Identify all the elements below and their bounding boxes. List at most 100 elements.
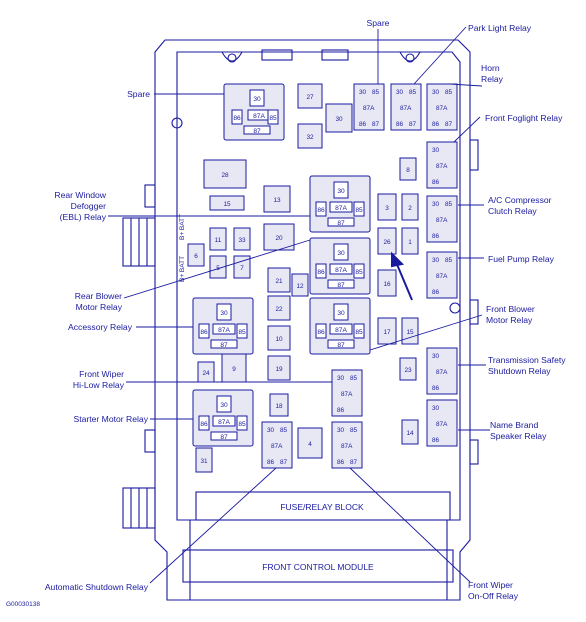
code-30: 30 (432, 405, 440, 412)
code-30: 30 (359, 89, 367, 96)
code-30: 30 (396, 89, 404, 96)
fuse-15: 15 (223, 201, 231, 208)
code-86: 86 (432, 437, 440, 444)
code-87a: 87A (436, 273, 448, 280)
fuse-6: 6 (194, 253, 198, 260)
housing (122, 39, 479, 601)
code-86: 86 (317, 329, 325, 336)
code-85: 85 (372, 89, 380, 96)
fuse-11: 11 (215, 237, 222, 244)
front-control-module-title: FRONT CONTROL MODULE (262, 562, 374, 572)
code-87: 87 (337, 342, 345, 349)
figure-code: G00030138 (6, 601, 40, 608)
code-87a: 87A (436, 217, 448, 224)
label-front-blower-line2: Motor Relay (486, 315, 533, 325)
code-86: 86 (200, 329, 208, 336)
relay-rear-blower-motor (309, 237, 371, 295)
code-85: 85 (280, 427, 288, 434)
code-87a: 87A (253, 113, 265, 120)
fuse-17: 17 (383, 329, 391, 336)
code-87a: 87A (218, 327, 230, 334)
label-name-brand-line1: Name Brand (490, 420, 538, 430)
relay-spare-left (223, 83, 285, 141)
label-front-wiper-hilow-line1: Front Wiper (79, 369, 124, 379)
relay-accessory (192, 297, 254, 355)
code-85: 85 (350, 427, 358, 434)
label-front-foglight-relay: Front Foglight Relay (485, 113, 563, 123)
label-rear-window-line2: Defogger (71, 201, 106, 211)
label-transmission-line1: Transmission Safety (488, 355, 566, 365)
fuse-27: 27 (306, 94, 314, 101)
code-87: 87 (253, 128, 261, 135)
code-30: 30 (432, 89, 440, 96)
fuse-2: 2 (408, 205, 412, 212)
label-front-wiper-onoff-line2: On-Off Relay (468, 591, 519, 601)
code-30: 30 (432, 147, 440, 154)
label-fuel-pump-relay: Fuel Pump Relay (488, 254, 555, 264)
code-87a: 87A (400, 105, 412, 112)
code-87a: 87A (436, 369, 448, 376)
code-87a: 87A (363, 105, 375, 112)
code-86: 86 (432, 289, 440, 296)
fuse-14: 14 (406, 430, 414, 437)
code-87: 87 (409, 121, 417, 128)
leader-lines (108, 26, 490, 584)
code-30: 30 (337, 188, 345, 195)
fuse-31: 31 (200, 458, 208, 465)
code-85: 85 (238, 329, 246, 336)
code-85: 85 (445, 89, 453, 96)
code-86: 86 (432, 179, 440, 186)
label-horn-relay-line1: Horn (481, 63, 500, 73)
fuse-15b: 15 (406, 329, 414, 336)
fuse-33: 33 (238, 237, 246, 244)
label-name-brand-line2: Speaker Relay (490, 431, 547, 441)
fuse-16: 16 (383, 281, 391, 288)
code-86: 86 (432, 385, 440, 392)
relay-rear-window-defogger (309, 175, 371, 233)
code-86: 86 (317, 207, 325, 214)
label-starter-motor-relay: Starter Motor Relay (73, 414, 148, 424)
batt-marking-bottom: B+ BATT (179, 256, 186, 282)
fuse-3: 3 (385, 205, 389, 212)
code-87a: 87A (335, 327, 347, 334)
code-85: 85 (355, 329, 363, 336)
fuse-boxes (187, 83, 419, 473)
label-ac-compressor-line1: A/C Compressor (488, 195, 552, 205)
fuse-28: 28 (221, 172, 229, 179)
code-30: 30 (432, 257, 440, 264)
code-85: 85 (238, 421, 246, 428)
label-horn-relay-line2: Relay (481, 74, 504, 84)
code-87a: 87A (436, 421, 448, 428)
code-30: 30 (267, 427, 275, 434)
label-park-light-relay: Park Light Relay (468, 23, 532, 33)
label-front-wiper-hilow-line2: Hi-Low Relay (73, 380, 125, 390)
relay-starter-motor (192, 389, 254, 447)
fuse-23: 23 (404, 367, 412, 374)
relay-front-blower-motor (309, 297, 371, 355)
code-30: 30 (337, 375, 345, 382)
label-rear-window-line1: Rear Window (54, 190, 106, 200)
fuse-21: 21 (275, 278, 283, 285)
code-30: 30 (337, 250, 345, 257)
callout-labels: Spare Park Light Relay Horn Relay Spare … (45, 18, 566, 601)
code-86: 86 (337, 459, 345, 466)
code-86: 86 (337, 407, 345, 414)
code-85: 85 (269, 115, 277, 122)
code-85: 85 (350, 375, 358, 382)
fuse-8: 8 (406, 167, 410, 174)
label-front-wiper-onoff-line1: Front Wiper (468, 580, 513, 590)
code-86: 86 (396, 121, 404, 128)
label-rear-window-line3: (EBL) Relay (60, 212, 107, 222)
fuse-18: 18 (275, 403, 283, 410)
label-accessory-relay: Accessory Relay (68, 322, 133, 332)
fuse-19: 19 (275, 366, 283, 373)
code-87a: 87A (335, 267, 347, 274)
code-30: 30 (253, 96, 261, 103)
label-spare-top: Spare (367, 18, 390, 28)
code-87: 87 (220, 342, 228, 349)
code-30: 30 (220, 310, 228, 317)
fuse-20: 20 (275, 235, 283, 242)
code-86: 86 (200, 421, 208, 428)
mini-relays (261, 83, 458, 469)
code-86: 86 (359, 121, 367, 128)
